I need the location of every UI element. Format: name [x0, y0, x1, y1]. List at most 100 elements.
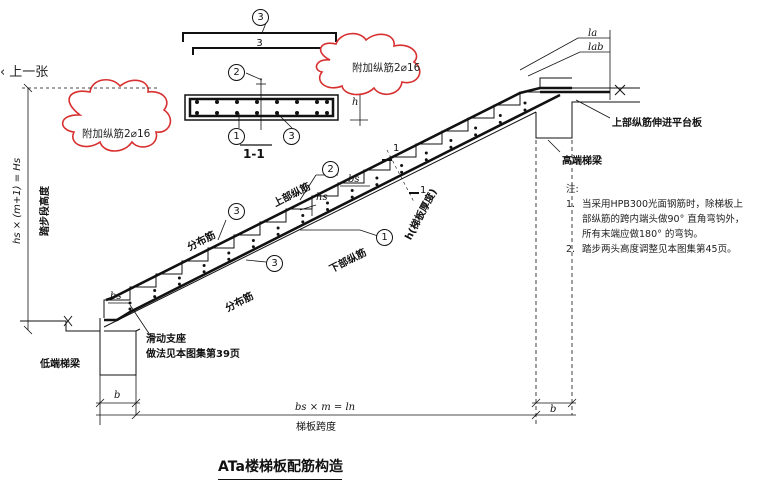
distribution-bar-dot [523, 108, 527, 112]
section-h-label: h [352, 97, 359, 108]
distribution-bar-dot [449, 145, 453, 149]
rebar-marker-1: 1 [376, 229, 393, 246]
anchorage-lab: lab [588, 42, 604, 53]
step-width-top: bs [348, 174, 360, 185]
note-text: 踏步两头高度调整见本图集第45页。 [582, 244, 737, 255]
distribution-bar-dot [128, 307, 132, 311]
distribution-bar-dot [202, 264, 206, 267]
rebar-marker-1-section: 1 [228, 128, 245, 145]
anchorage-la: la [588, 28, 598, 39]
distribution-bar-dot [251, 239, 255, 242]
low-beam [20, 315, 141, 376]
section-title: 1-1 [243, 147, 265, 161]
span-dimension [95, 140, 577, 425]
distribution-bar-dot [400, 170, 404, 174]
label-leaders [129, 99, 611, 336]
diagram-title: ATa楼梯板配筋构造 [218, 456, 343, 480]
slab-distribution-dots [128, 101, 527, 311]
note-text: 部纵筋的跨内端头做90° 直角弯钩外， [582, 214, 745, 225]
anchorage-dimension [519, 30, 611, 100]
distribution-bar-dot [498, 114, 502, 117]
high-beam-label: 高端梯梁 [562, 156, 602, 167]
note-line: 所有末端应做180° 的弯钩。 [566, 227, 752, 242]
distribution-bar-dot [326, 201, 329, 205]
distribution-bar-dot [153, 295, 157, 299]
distribution-bar-dot [202, 270, 206, 274]
distribution-bar-dot [523, 101, 527, 105]
distribution-bar-dot [350, 189, 354, 192]
cut-mark-1-bottom: 1 [420, 185, 427, 196]
note-text: 当采用HPB300光面钢筋时，除梯板上 [582, 199, 744, 210]
notes-heading: 注: [566, 184, 579, 195]
distribution-bar-dot [424, 158, 428, 162]
cloud-left-text: 附加纵筋2⌀16 [82, 128, 151, 140]
step-dimensions [108, 185, 370, 304]
distribution-bar-dot [301, 220, 305, 224]
distribution-bar-dot [227, 251, 231, 255]
distribution-bar-dot [301, 214, 305, 217]
height-dimension [22, 83, 160, 335]
distribution-bar-dot [326, 208, 329, 211]
distribution-bar-dot [474, 133, 478, 137]
distribution-bar-dot [375, 183, 379, 187]
previous-image-label: 上一张 [9, 65, 49, 80]
note-number: 1. [566, 199, 576, 210]
sliding-support-label: 滑动支座 [146, 334, 186, 345]
title-underline [218, 479, 342, 480]
rebar-marker-3-a: 3 [228, 203, 245, 220]
height-label: 踏步段高度 [40, 186, 51, 236]
note-line: 1. 当采用HPB300光面钢筋时，除梯板上 [566, 197, 752, 212]
distribution-bar-dot [276, 232, 280, 236]
notes-block: 注: 1. 当采用HPB300光面钢筋时，除梯板上 部纵筋的跨内端头做90° 直角… [566, 182, 752, 257]
distribution-bar-dot [177, 276, 181, 280]
rebar-marker-2: 2 [322, 161, 339, 178]
note-line: 2. 踏步两头高度调整见本图集第45页。 [566, 242, 752, 257]
cloud-right [315, 32, 421, 96]
stair-slab [103, 86, 610, 328]
cloud-left [61, 79, 172, 152]
distribution-bar-dot [227, 257, 231, 261]
rebar-marker-3-top: 3 [252, 9, 269, 26]
section-rebar-cage [188, 97, 335, 118]
rebar-marker-3-top-bar: 3 [256, 38, 263, 49]
height-formula: hs × (m+1) = Hs [12, 157, 23, 244]
previous-image-link[interactable]: ‹上一张 [0, 61, 48, 80]
upper-rebar-into-platform-label: 上部纵筋伸进平台板 [612, 118, 702, 129]
beam-width-left: b [114, 390, 121, 401]
cloud-right-text: 附加纵筋2⌀16 [352, 62, 421, 74]
note-text: 所有末端应做180° 的弯钩。 [582, 229, 703, 240]
note-number [566, 227, 582, 242]
distribution-bar-dot [153, 289, 157, 292]
distribution-bar-dot [449, 139, 453, 142]
distribution-bar-dot [474, 126, 478, 130]
distribution-bar-dot [177, 282, 181, 286]
beam-width-right: b [550, 404, 557, 415]
section-slab [184, 94, 339, 121]
distribution-bar-dot [350, 195, 354, 199]
low-beam-label: 低端梯梁 [40, 359, 80, 370]
note-number [566, 212, 582, 227]
rebar-marker-3-b: 3 [266, 255, 283, 272]
rebar-marker-2-section: 2 [228, 64, 245, 81]
sliding-support-reference: 做法见本图集第39页 [146, 349, 240, 360]
distribution-bar-dot [276, 226, 280, 230]
high-beam [535, 77, 640, 139]
note-line: 部纵筋的跨内端头做90° 直角弯钩外， [566, 212, 752, 227]
step-width-bottom: bs [110, 291, 122, 302]
section-1-1 [182, 32, 368, 130]
rebar-marker-3-section: 3 [283, 128, 300, 145]
cut-mark-1-top: 1 [393, 143, 400, 154]
diagram-title-text: ATa楼梯板配筋构造 [218, 459, 343, 475]
chevron-left-icon: ‹ [0, 65, 6, 80]
span-label: 梯板跨度 [296, 422, 336, 433]
section-rebar-dots [195, 100, 329, 115]
distribution-bar-dot [424, 151, 428, 155]
span-formula: bs × m = ln [295, 402, 356, 413]
step-height-top: hs [316, 192, 328, 203]
section-leaders [238, 17, 293, 129]
note-number: 2. [566, 244, 576, 255]
section-cut-marks [382, 159, 419, 194]
distribution-bar-dot [375, 176, 379, 180]
distribution-bar-dot [498, 120, 502, 124]
